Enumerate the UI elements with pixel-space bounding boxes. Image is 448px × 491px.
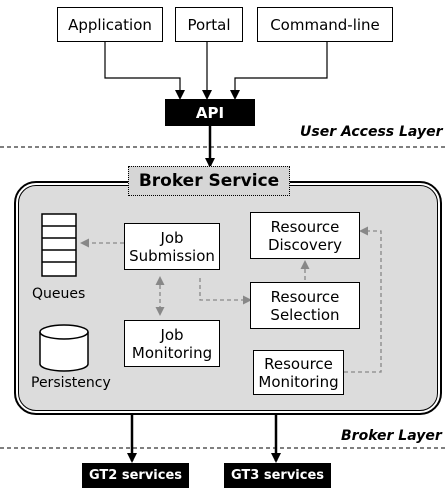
job-monitoring-line2: Monitoring	[131, 343, 213, 362]
broker-service-title: Broker Service	[128, 166, 290, 196]
application-box: Application	[57, 7, 163, 42]
job-monitoring-box: Job Monitoring	[124, 320, 220, 367]
queues-label: Queues	[32, 286, 86, 302]
resource-monitoring-line1: Resource	[264, 354, 333, 373]
resource-selection-line2: Selection	[270, 305, 340, 324]
resource-monitoring-line2: Monitoring	[258, 372, 339, 391]
job-submission-line1: Job	[160, 228, 184, 247]
command-line-label: Command-line	[270, 15, 380, 34]
resource-discovery-box: Resource Discovery	[250, 212, 360, 259]
application-to-api-arrow	[104, 42, 185, 100]
application-label: Application	[68, 15, 152, 34]
resource-discovery-line2: Discovery	[267, 235, 343, 254]
broker-service-title-text: Broker Service	[138, 171, 280, 191]
broker-service-panel	[18, 185, 438, 411]
commandline-to-api-arrow	[230, 42, 328, 100]
persistency-label: Persistency	[31, 375, 111, 391]
portal-label: Portal	[187, 15, 231, 34]
gt3-services-label: GT3 services	[230, 468, 325, 483]
submission-to-selection-arrow	[199, 278, 252, 305]
gt3-services-box: GT3 services	[224, 463, 331, 488]
broker-layer-label: Broker Layer	[341, 428, 442, 444]
api-label: API	[195, 103, 225, 122]
job-submission-line2: Submission	[129, 246, 215, 265]
gt2-services-label: GT2 services	[88, 468, 183, 483]
command-line-box: Command-line	[257, 7, 393, 42]
api-box: API	[165, 99, 255, 126]
resource-selection-box: Resource Selection	[250, 282, 360, 329]
resource-monitoring-box: Resource Monitoring	[253, 350, 344, 395]
resource-selection-line1: Resource	[270, 287, 340, 306]
resource-discovery-line1: Resource	[270, 217, 340, 236]
monitoring-to-discovery-arrow	[344, 226, 382, 373]
gt2-services-box: GT2 services	[82, 463, 189, 488]
user-access-layer-label: User Access Layer	[300, 124, 443, 140]
database-icon	[39, 324, 89, 372]
job-submission-box: Job Submission	[124, 223, 220, 270]
portal-box: Portal	[175, 7, 243, 42]
queues-icon	[41, 213, 77, 277]
job-monitoring-line1: Job	[160, 325, 184, 344]
